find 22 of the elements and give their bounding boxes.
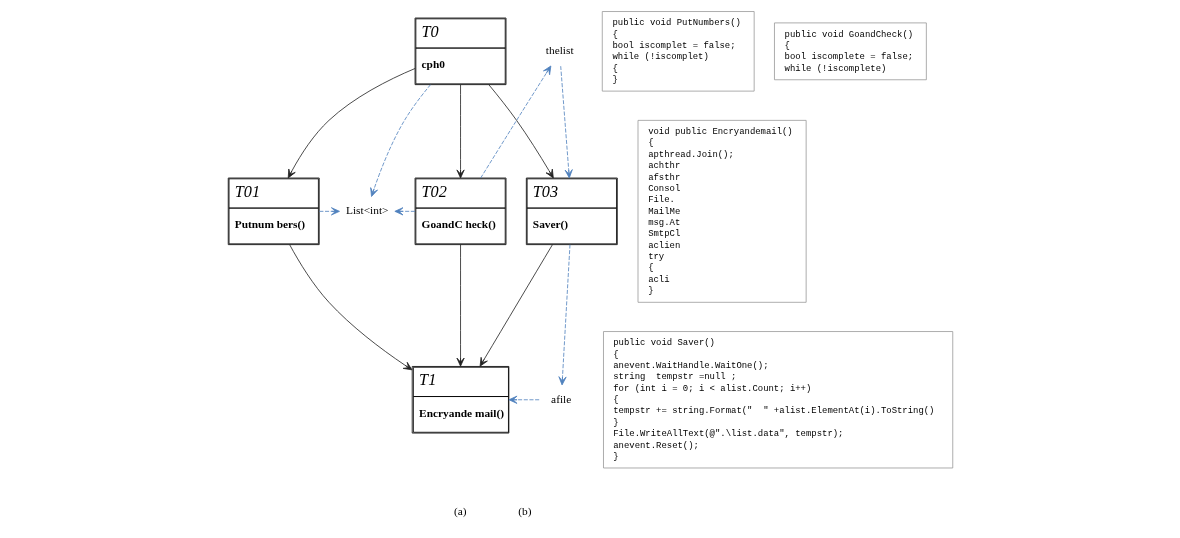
label: (a)	[453, 504, 467, 517]
arrow	[288, 244, 412, 371]
arrow	[287, 68, 415, 179]
arrow	[369, 84, 431, 197]
arrow	[393, 207, 415, 216]
arrow	[559, 65, 573, 179]
label: (b)	[517, 504, 531, 517]
arrow	[456, 244, 465, 367]
arrow	[487, 84, 554, 179]
arrow	[318, 207, 340, 216]
arrow	[479, 244, 553, 367]
node-box: public void Saver() { anevent.WaitHandle.WaitOne(); string tempstr =null ; for (int i = 0; i < alist.Count; i++) { tempstr += string.Format(" " +alist.ElementAt(i).ToString() } File.WriteAllText(@".\list.data", tempstr); anevent.Reset(); }	[602, 331, 953, 469]
arrow	[508, 395, 540, 404]
node-box: public void GoandCheck() { bool iscomplete = false; while (!iscomplete)	[773, 22, 927, 81]
node-text: List<int>	[345, 204, 389, 217]
arrow	[456, 84, 465, 179]
node-box: void public Encryandemail() { apthread.Join(); achthr afsthr Consol File. MailMe msg.At SmtpCl aclien try { acli }	[637, 119, 807, 303]
node-box: public void PutNumbers() { bool iscomplet = false; while (!iscomplet) { }	[601, 11, 755, 92]
arrow	[557, 244, 570, 386]
node-text: afile	[550, 392, 571, 405]
node-text: thelist	[545, 44, 574, 57]
arrow	[479, 65, 551, 179]
